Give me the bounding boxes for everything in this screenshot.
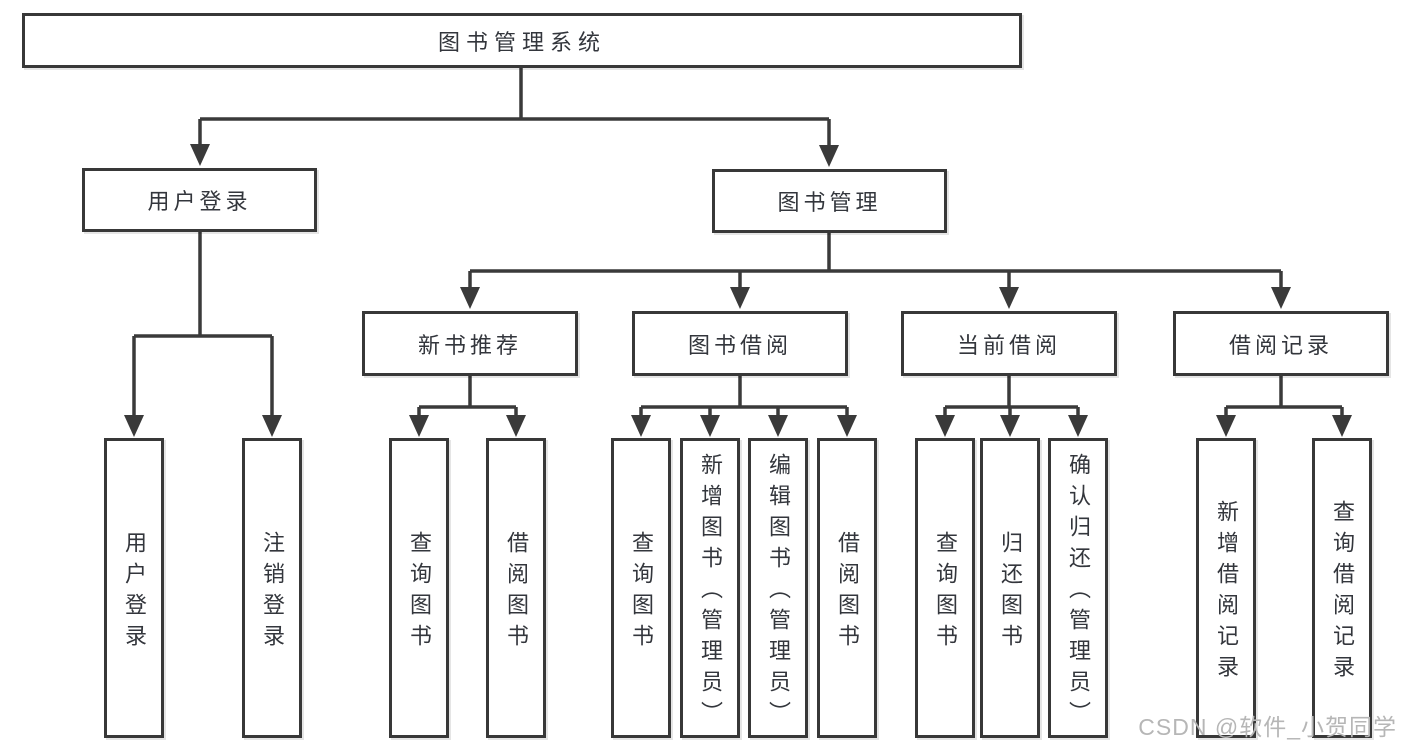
leaf-current-query-books: 查询图书 [915,438,975,738]
node-label: 查询图书 [407,530,432,655]
node-book-borrowing: 图书借阅 [632,311,848,376]
leaf-return-books: 归还图书 [980,438,1040,738]
node-label: 新书推荐 [417,332,522,358]
node-label: 查询图书 [629,530,654,655]
leaf-user-login: 用户登录 [104,438,164,738]
node-label: 查询借阅记录 [1330,499,1355,686]
node-label: 用户登录 [122,530,147,655]
arrowheads [124,144,1352,437]
node-label: 借阅图书 [835,530,860,655]
leaf-edit-books-admin: 编辑图书（管理员） [748,438,808,738]
csdn-watermark: CSDN @软件_小贺同学 [1138,714,1397,740]
leaf-query-borrow-record: 查询借阅记录 [1312,438,1372,738]
node-label: 图书管理系统 [437,29,606,55]
node-borrowing-records: 借阅记录 [1173,311,1389,376]
node-label: 新增借阅记录 [1214,499,1239,686]
node-label: 借阅记录 [1228,332,1333,358]
node-label: 图书借阅 [687,332,792,358]
node-label: 图书管理 [777,190,882,215]
node-label: 新增图书（管理员） [698,453,723,732]
leaf-add-books-admin: 新增图书（管理员） [680,438,740,738]
node-library-management-system: 图书管理系统 [22,13,1022,68]
leaf-borrowing-query-books: 查询图书 [611,438,671,738]
node-label: 归还图书 [998,530,1023,655]
leaf-logout: 注销登录 [242,438,302,738]
node-label: 当前借阅 [956,332,1061,358]
node-label: 注销登录 [260,530,285,655]
leaf-add-borrow-record: 新增借阅记录 [1196,438,1256,738]
node-current-borrowing: 当前借阅 [901,311,1117,376]
node-new-book-recommendation: 新书推荐 [362,311,578,376]
leaf-confirm-return-admin: 确认归还（管理员） [1048,438,1108,738]
leaf-recommend-query-books: 查询图书 [389,438,449,738]
leaf-borrowing-borrow-books: 借阅图书 [817,438,877,738]
node-label: 借阅图书 [504,530,529,655]
node-label: 用户登录 [147,189,252,214]
node-label: 查询图书 [933,530,958,655]
node-book-management: 图书管理 [712,169,947,233]
node-label: 编辑图书（管理员） [766,453,791,732]
leaf-recommend-borrow-books: 借阅图书 [486,438,546,738]
node-user-login: 用户登录 [82,168,317,232]
node-label: 确认归还（管理员） [1066,453,1091,732]
